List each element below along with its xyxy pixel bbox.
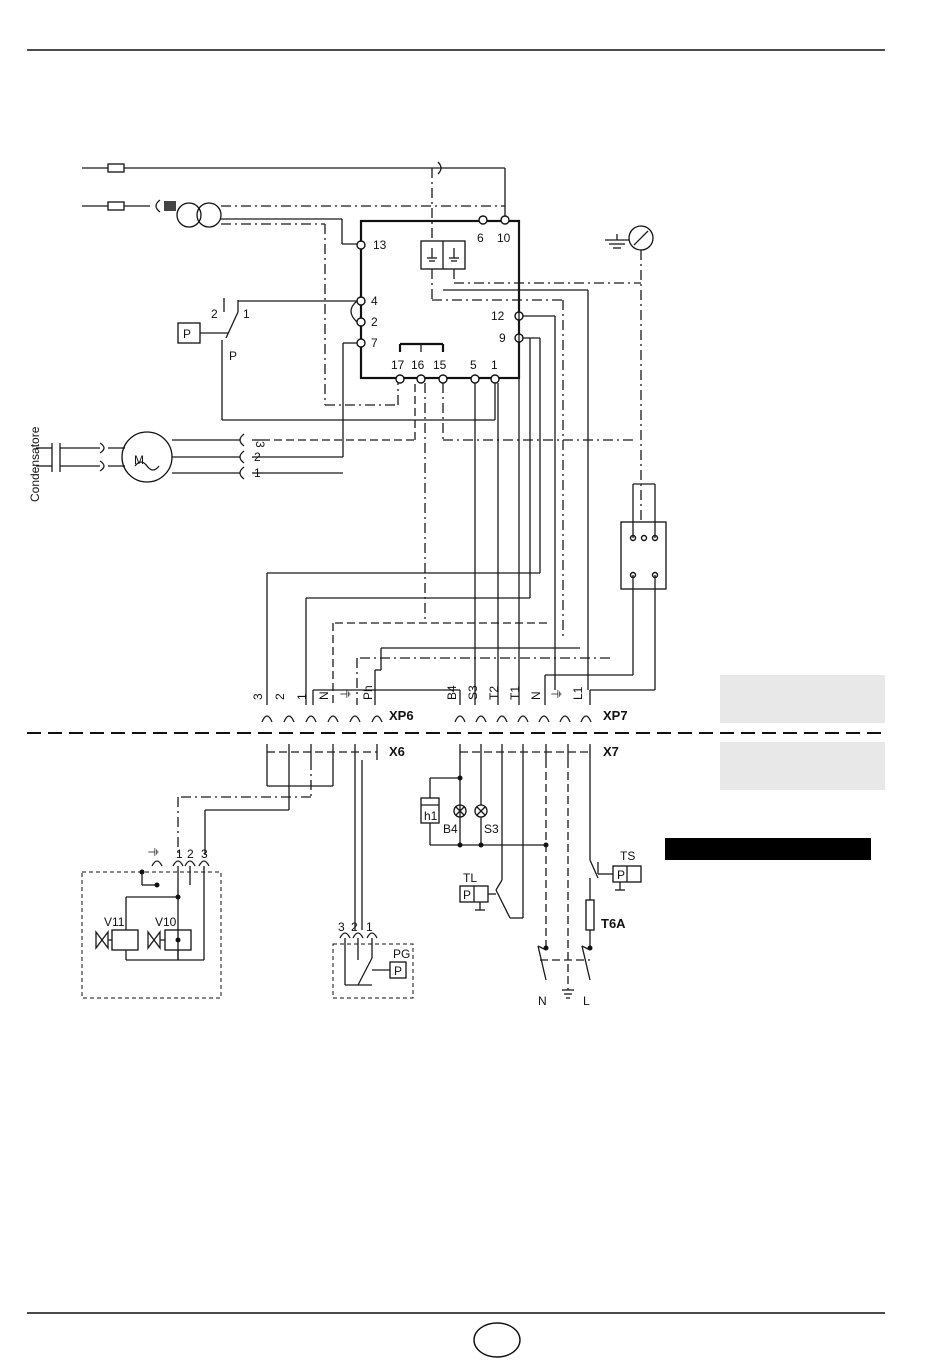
terminal-6: 6 <box>477 231 484 245</box>
valve-pin-ground: ⏚ <box>147 846 161 858</box>
pressostat-switch-label: P <box>229 349 237 363</box>
shaded-box-top <box>720 675 885 723</box>
valve-v11-label: V11 <box>104 915 125 929</box>
xp7-label: XP7 <box>603 708 628 723</box>
x7-label: X7 <box>603 744 619 759</box>
xp7-pin-l1: L1 <box>571 686 585 700</box>
valve-v10-label: V10 <box>155 915 177 929</box>
pg-pin-2: 2 <box>351 920 358 934</box>
terminal-12: 12 <box>491 309 505 323</box>
shaded-box-bottom <box>720 742 885 790</box>
fuse-label: T6A <box>601 916 626 931</box>
terminal-2: 2 <box>371 315 378 329</box>
xp7-pin-t1: T1 <box>508 686 522 700</box>
x6-socket <box>267 744 377 760</box>
control-box <box>351 168 523 383</box>
terminal-13: 13 <box>373 238 387 252</box>
terminal-16: 16 <box>411 358 425 372</box>
xp7-pins <box>455 716 591 722</box>
black-label-bar <box>665 838 871 860</box>
tl-p-label: P <box>463 888 471 902</box>
terminal-15: 15 <box>433 358 447 372</box>
valve-pin-3: 3 <box>201 847 208 861</box>
xp7-pin-ground: ⏚ <box>550 688 564 700</box>
xp7-pin-b4: B4 <box>445 685 459 700</box>
motor-symbol: M <box>134 453 144 467</box>
terminal-1: 1 <box>491 358 498 372</box>
pg-p-label: P <box>394 964 402 978</box>
ionization-line <box>82 162 505 218</box>
x6-label: X6 <box>389 744 405 759</box>
terminal-17: 17 <box>391 358 405 372</box>
pressostat-contact-2: 2 <box>211 307 218 321</box>
terminal-4: 4 <box>371 294 378 308</box>
air-pressure-switch <box>178 298 495 420</box>
gas-pressure-switch <box>333 760 413 998</box>
b4-label: B4 <box>443 822 458 836</box>
xp6-label: XP6 <box>389 708 414 723</box>
motor-terminal-3: 3 <box>253 441 267 448</box>
x7-socket <box>460 744 590 760</box>
xp6-pin-ph: Ph <box>361 685 375 700</box>
tl-label: TL <box>463 871 477 885</box>
ground-screw <box>605 226 653 522</box>
internal-socket <box>621 484 666 589</box>
xp7-pin-s3: S3 <box>466 685 480 700</box>
valve-pin-2: 2 <box>187 847 194 861</box>
h1-label: h1 <box>424 809 438 823</box>
pressostat-contact-1: 1 <box>243 307 250 321</box>
xp6-pin-2: 2 <box>273 693 287 700</box>
pg-label: PG <box>393 947 410 961</box>
mains-n-label: N <box>538 994 547 1008</box>
gas-valves <box>82 760 333 998</box>
xp7-pin-n: N <box>529 691 543 700</box>
ts-p-label: P <box>617 868 625 882</box>
xp7-pin-t2: T2 <box>487 686 501 700</box>
xp6-pin-3: 3 <box>251 693 265 700</box>
pg-pin-3: 3 <box>338 920 345 934</box>
valve-pin-1: 1 <box>176 847 183 861</box>
xp6-pin-ground: ⏚ <box>339 688 353 700</box>
ignition-transformer <box>82 200 505 405</box>
s3-label: S3 <box>484 822 499 836</box>
fan-motor <box>36 343 415 482</box>
main-switch <box>538 760 590 998</box>
pg-pin-1: 1 <box>366 920 373 934</box>
page-number-oval <box>474 1323 520 1357</box>
ts-label: TS <box>620 849 635 863</box>
pressostat-p-label: P <box>183 327 191 341</box>
terminal-10: 10 <box>497 231 511 245</box>
capacitor-label: Condensatore <box>28 426 42 502</box>
motor-terminal-2: 2 <box>254 450 261 464</box>
motor-terminal-1: 1 <box>254 466 261 480</box>
terminal-5: 5 <box>470 358 477 372</box>
xp6-pin-1: 1 <box>295 693 309 700</box>
mains-l-label: L <box>583 994 590 1008</box>
terminal-9: 9 <box>499 331 506 345</box>
xp6-pin-n: N <box>317 691 331 700</box>
terminal-7: 7 <box>371 336 378 350</box>
xp6-pins <box>262 716 382 722</box>
